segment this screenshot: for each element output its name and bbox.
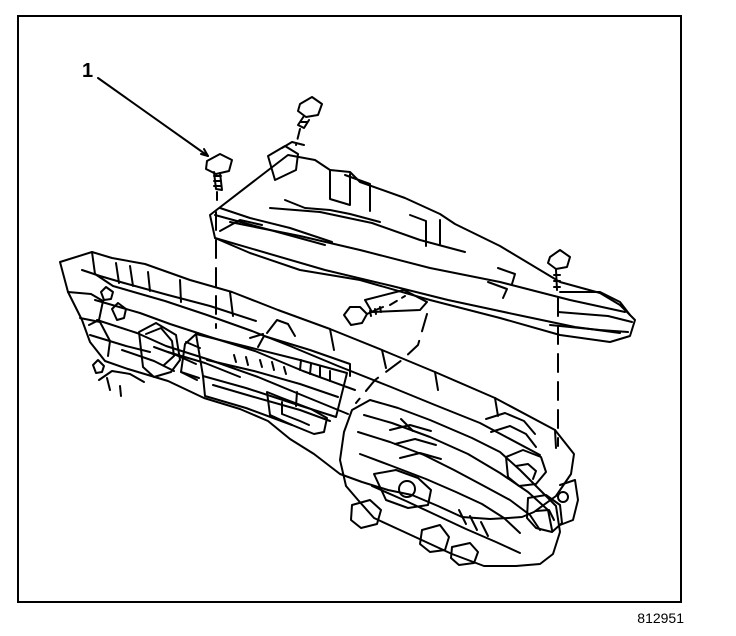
callout-leader-line — [97, 77, 209, 157]
callout-number: 1 — [82, 60, 94, 82]
fastener-top-bolt — [295, 96, 323, 146]
figure-number: 812951 — [637, 610, 684, 626]
instrument-panel-carrier-beam — [59, 251, 575, 520]
fastener-right-bolt — [547, 249, 571, 447]
callout-leader-arrow — [200, 148, 209, 157]
upper-duct-assembly — [209, 141, 636, 343]
fastener-1-bolt — [205, 153, 233, 329]
left-bracket — [98, 322, 181, 397]
fastener-center-bolt — [343, 295, 428, 404]
hvac-module — [339, 399, 579, 567]
center-module — [180, 319, 351, 435]
